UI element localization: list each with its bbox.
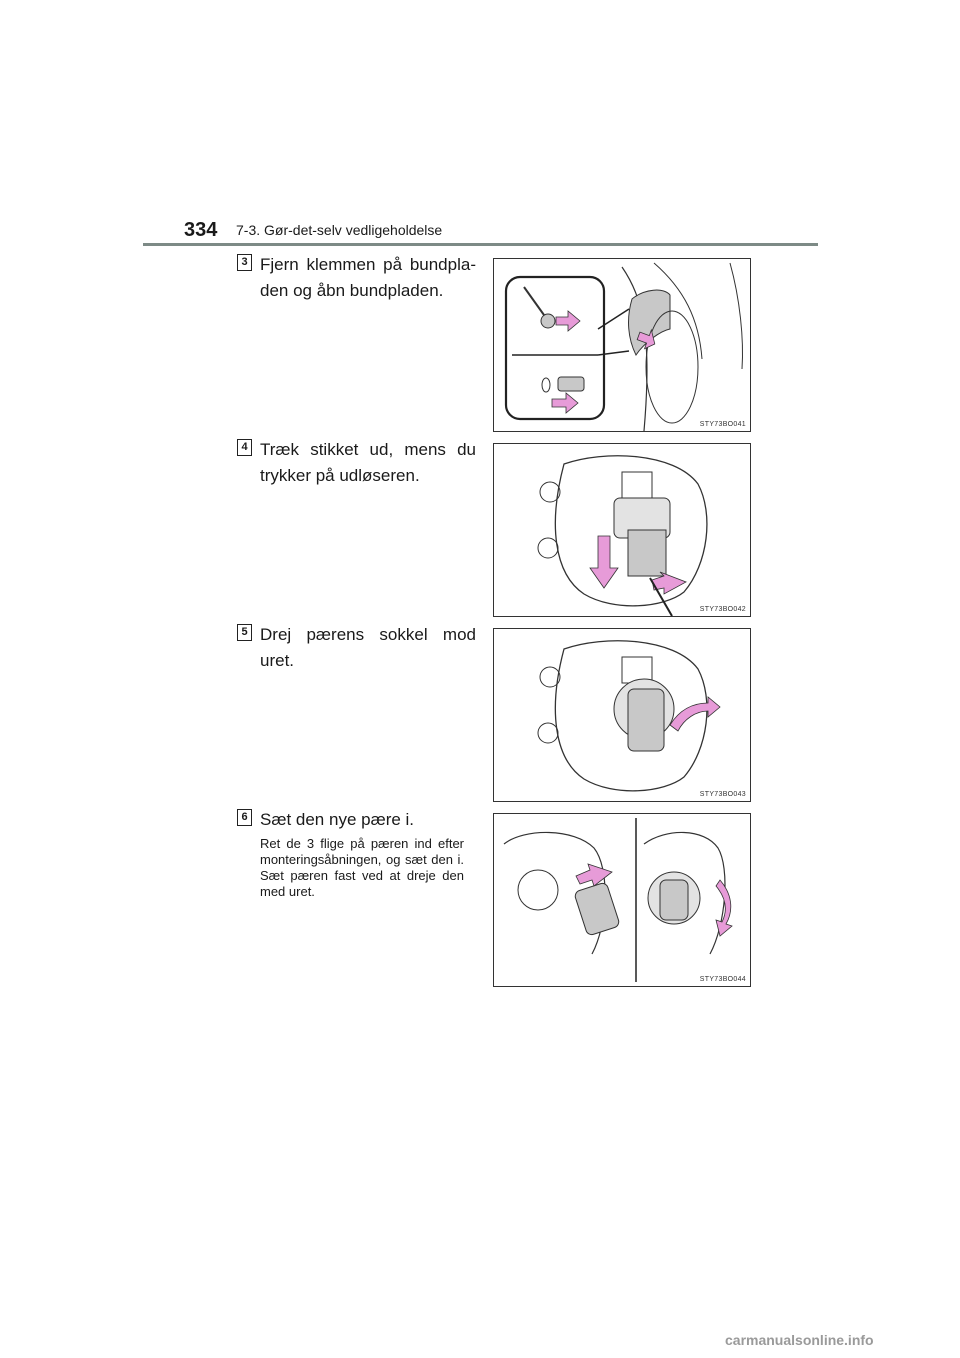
step-3-text: Fjern klemmen på bundpla­den og åbn bund… xyxy=(260,255,476,300)
figure-code: STY73BO044 xyxy=(699,976,746,983)
step-6-note: Ret de 3 flige på pæren ind efter monter… xyxy=(260,836,464,899)
figure-bumper-clip: STY73BO041 xyxy=(493,258,751,432)
figure-code: STY73BO041 xyxy=(699,421,746,428)
step-6-text: Sæt den nye pære i. xyxy=(260,810,415,829)
step-4-text: Træk stikket ud, mens du trykker på udlø… xyxy=(260,440,476,485)
step-5-text: Drej pærens sokkel mod uret. xyxy=(260,625,476,670)
page-number: 334 xyxy=(184,219,218,241)
header-rule xyxy=(143,243,818,246)
figure-install-bulb: STY73BO044 xyxy=(493,813,751,987)
step-badge-4: 4 xyxy=(237,439,252,456)
figure-bulb-rotate: STY73BO043 xyxy=(493,628,751,802)
figure-connector-release: STY73BO042 xyxy=(493,443,751,617)
figure-code: STY73BO042 xyxy=(699,606,746,613)
section-title: 7-3. Gør-det-selv vedligeholdelse xyxy=(236,222,443,238)
watermark: carmanualsonline.info xyxy=(725,1332,874,1348)
step-badge-5: 5 xyxy=(237,624,252,641)
step-badge-6: 6 xyxy=(237,809,252,826)
step-badge-3: 3 xyxy=(237,254,252,271)
figure-code: STY73BO043 xyxy=(699,791,746,798)
